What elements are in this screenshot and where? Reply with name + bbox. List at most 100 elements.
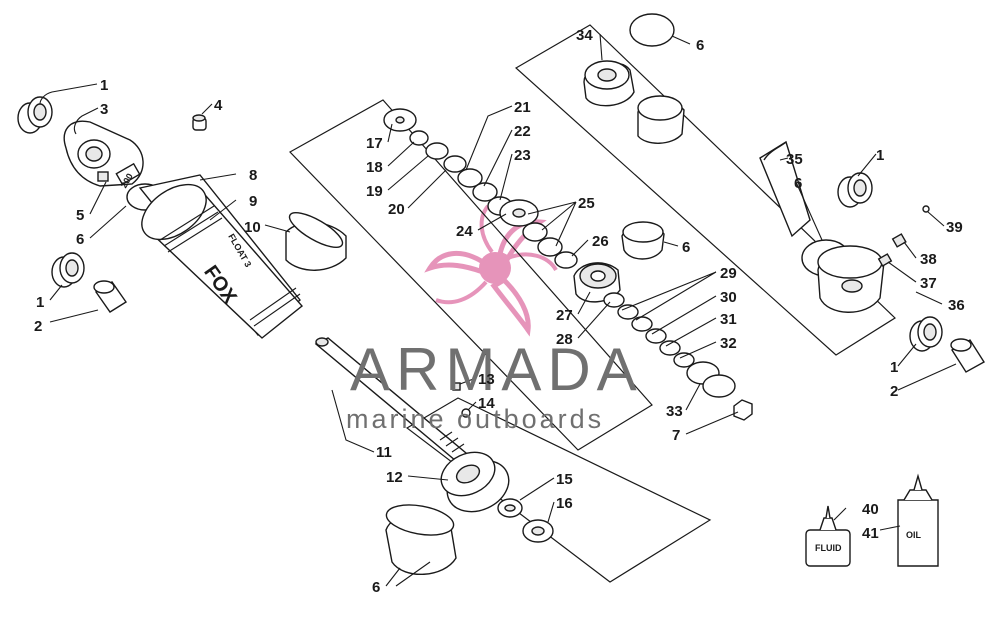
piston: [440, 451, 510, 513]
callout-33: 33: [666, 403, 683, 420]
callout-32: 32: [720, 335, 737, 352]
reservoir-assembly: [583, 13, 985, 373]
bushing-bottom: [51, 252, 85, 288]
watermark-brand: ARMADA: [350, 336, 643, 403]
callout-9: 9: [249, 193, 257, 210]
bushing-top: [17, 96, 53, 134]
callout-8: 8: [249, 167, 257, 184]
callout-6: 6: [76, 231, 84, 248]
callout-3: 3: [100, 101, 108, 118]
callout-15: 15: [556, 471, 573, 488]
callout-37: 37: [920, 275, 937, 292]
valve-frame: [289, 99, 653, 451]
callout-25: 25: [578, 195, 595, 212]
shim-25a: [522, 222, 548, 242]
shim-31: [659, 340, 681, 356]
dust-wiper: [385, 504, 457, 575]
watermark-tagline: marine outboards: [346, 404, 604, 434]
callout-12: 12: [386, 469, 403, 486]
sleeve: [93, 280, 127, 313]
oil-bottle: OIL: [897, 473, 939, 567]
callout-24: 24: [456, 223, 473, 240]
callout-36: 36: [948, 297, 965, 314]
callout-6: 6: [682, 239, 690, 256]
valve-shim-stack: [383, 108, 753, 421]
reservoir-body: [759, 140, 811, 238]
callout-35: 35: [786, 151, 803, 168]
watermark-propeller-logo: [424, 204, 558, 337]
callout-1: 1: [890, 359, 898, 376]
shim-26: [554, 251, 578, 269]
callout-11: 11: [376, 444, 392, 461]
callout-7: 7: [672, 427, 680, 444]
reservoir-bushing: [837, 172, 873, 208]
callout-29: 29: [720, 265, 737, 282]
callout-2: 2: [890, 383, 898, 400]
shaft-ball: [461, 408, 471, 418]
callout-2: 2: [34, 318, 42, 335]
shaft-pin: [452, 382, 461, 391]
callout-5: 5: [76, 207, 84, 224]
shim-30: [645, 328, 667, 344]
callout-4: 4: [214, 97, 223, 114]
fluid-bottle: FLUID: [805, 505, 851, 567]
oil-bottle-label: OIL: [906, 530, 922, 540]
callout-1: 1: [876, 147, 884, 164]
callout-19: 19: [366, 183, 383, 200]
shim-18: [409, 130, 429, 146]
callout-41: 41: [862, 525, 879, 542]
fluid-bottle-label: FLUID: [815, 543, 842, 553]
shock-body-assembly: 200 FLOAT 3 FOX: [17, 96, 554, 575]
shim-19: [425, 142, 449, 160]
reservoir-bushing-lower: [909, 316, 943, 352]
callout-34: 34: [576, 27, 593, 44]
watermark: ARMADA marine outboards: [346, 336, 643, 434]
shim-29b: [631, 316, 653, 332]
reservoir-sleeve-lower: [950, 338, 985, 373]
schrader-valve: [877, 205, 930, 267]
shim-21: [457, 168, 483, 188]
callout-6: 6: [372, 579, 380, 596]
callout-38: 38: [920, 251, 937, 268]
callout-1: 1: [100, 77, 108, 94]
callout-17: 17: [366, 135, 383, 152]
retainer-band: [285, 211, 347, 271]
callout-28: 28: [556, 331, 573, 348]
eyelet: 200: [63, 120, 144, 190]
shim-33b: [702, 374, 736, 398]
callout-6: 6: [696, 37, 704, 54]
callout-22: 22: [514, 123, 531, 140]
shim-29a: [617, 304, 639, 320]
callout-6: 6: [794, 175, 802, 192]
reservoir-end-cap: [817, 245, 885, 313]
lock-nut: [733, 399, 753, 421]
leader-lines: [39, 33, 957, 587]
callout-10: 10: [244, 219, 261, 236]
reservoir-sleeve: [637, 95, 685, 144]
callout-20: 20: [388, 201, 405, 218]
callout-31: 31: [720, 311, 737, 328]
valve-cap: [192, 114, 207, 131]
reservoir-frame: [514, 24, 896, 356]
callout-14: 14: [478, 395, 495, 412]
callout-30: 30: [720, 289, 737, 306]
callout-numbers: 1 3 4 5 6 1 2 8 9 10 11 12 13 14 15 16 6…: [34, 27, 965, 596]
shim-25b: [537, 237, 563, 257]
callout-39: 39: [946, 219, 963, 236]
reservoir-seal-ring-top: [629, 13, 675, 47]
shaft-washer: [497, 498, 523, 518]
callout-27: 27: [556, 307, 573, 324]
air-sleeve: FLOAT 3 FOX: [138, 174, 304, 339]
callout-18: 18: [366, 159, 383, 176]
bump-stop: [522, 519, 554, 543]
callout-16: 16: [556, 495, 573, 512]
shim-20: [443, 155, 467, 173]
callout-26: 26: [592, 233, 609, 250]
seal-ring-26: [621, 221, 665, 260]
callout-1: 1: [36, 294, 44, 311]
ifp-piston: [583, 60, 635, 107]
shim-32: [673, 352, 695, 368]
air-valve: [97, 171, 109, 182]
